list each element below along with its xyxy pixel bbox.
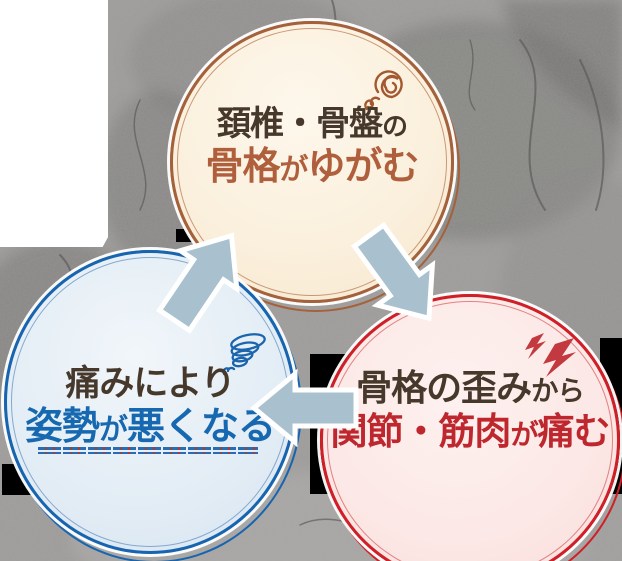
circle-line1: 痛みにより (65, 364, 235, 403)
circle-line2: 関節・筋肉が痛む (330, 411, 610, 453)
circle-disc (320, 294, 620, 561)
lightning-bolts-icon (525, 333, 576, 377)
circle-line2: 骨格がゆがむ (205, 146, 420, 189)
page-white-corner (0, 0, 108, 247)
circle-text: 痛みにより 姿勢が悪くなる (4, 364, 296, 449)
circle-line1: 頚椎・骨盤の (217, 105, 408, 143)
circle-text: 骨格の歪みから 関節・筋肉が痛む (320, 367, 620, 453)
arrow-up-right-icon (156, 232, 240, 334)
spring-coil-icon (222, 333, 266, 376)
scribble-tangle-icon (364, 70, 403, 111)
circle-joint-muscle-pain: 骨格の歪みから 関節・筋肉が痛む (320, 294, 622, 561)
circle-line1: 骨格の歪みから (356, 367, 585, 408)
arrow-down-right-icon (350, 221, 436, 322)
micro-text-underline (38, 447, 258, 456)
circle-line2: 姿勢が悪くなる (25, 406, 276, 449)
circle-text: 頚椎・骨盤の 骨格がゆがむ (170, 105, 454, 189)
arrow-left-icon (250, 368, 359, 448)
